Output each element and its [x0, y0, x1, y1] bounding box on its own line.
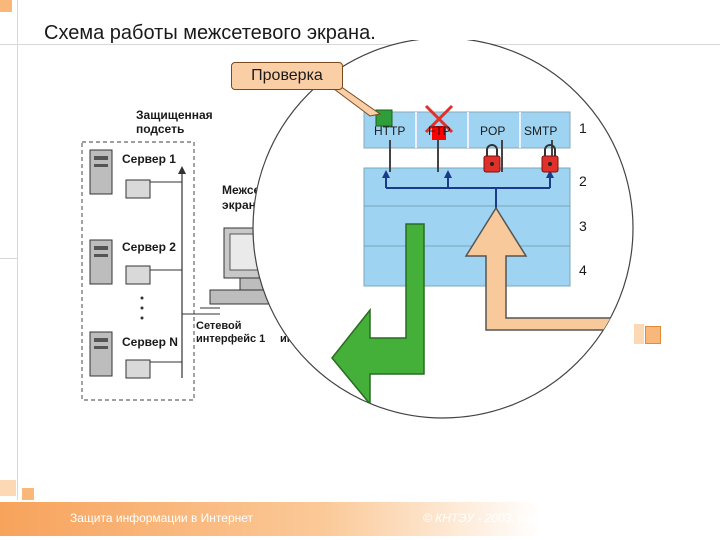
corner-square [22, 488, 34, 500]
lock-icon [541, 144, 559, 173]
footer-copyright: © КНТЭУ - 2003, каф. ИТС, доц. Шклярский… [423, 511, 696, 525]
left-tick [0, 258, 18, 259]
blocked-square [432, 126, 446, 140]
server-1-label: Сервер 1 [122, 152, 176, 166]
top-rule [0, 44, 720, 45]
slide-title: Схема работы межсетевого экрана. [44, 22, 376, 44]
server-n-label: Сервер N [122, 335, 178, 349]
protocol-label-http: HTTP [374, 124, 406, 138]
lock-icon [483, 144, 501, 173]
corner-square [0, 480, 16, 496]
subnet-label: Защищенная подсеть [136, 108, 213, 136]
protocol-label-ftp: FTP [428, 124, 451, 138]
interface-1-label: Сетевой интерфейс 1 [196, 320, 266, 345]
layer-3 [363, 205, 571, 247]
side-square [634, 324, 644, 344]
outgoing-arrow [331, 223, 425, 407]
subnet-box [81, 141, 195, 401]
server-1-icon [89, 149, 151, 199]
inspection-callout: Проверка [231, 62, 343, 90]
layer-number: 2 [579, 173, 587, 189]
footer-bar [0, 502, 720, 536]
server-2-label: Сервер 2 [122, 240, 176, 254]
footer-course-title: Защита информации в Интернет [70, 511, 254, 525]
zoom-diagram [252, 40, 634, 419]
layer-number: 1 [579, 120, 587, 136]
left-rule [17, 0, 18, 500]
layer-number: 4 [579, 262, 587, 278]
protocol-label-smtp: SMTP [524, 124, 558, 138]
layer-4 [363, 245, 571, 287]
protocol-label-pop: POP [480, 124, 506, 138]
server-2-icon [89, 239, 151, 285]
side-square [645, 326, 661, 344]
corner-square [0, 0, 12, 12]
server-n-icon [89, 331, 151, 379]
layer-number: 3 [579, 218, 587, 234]
